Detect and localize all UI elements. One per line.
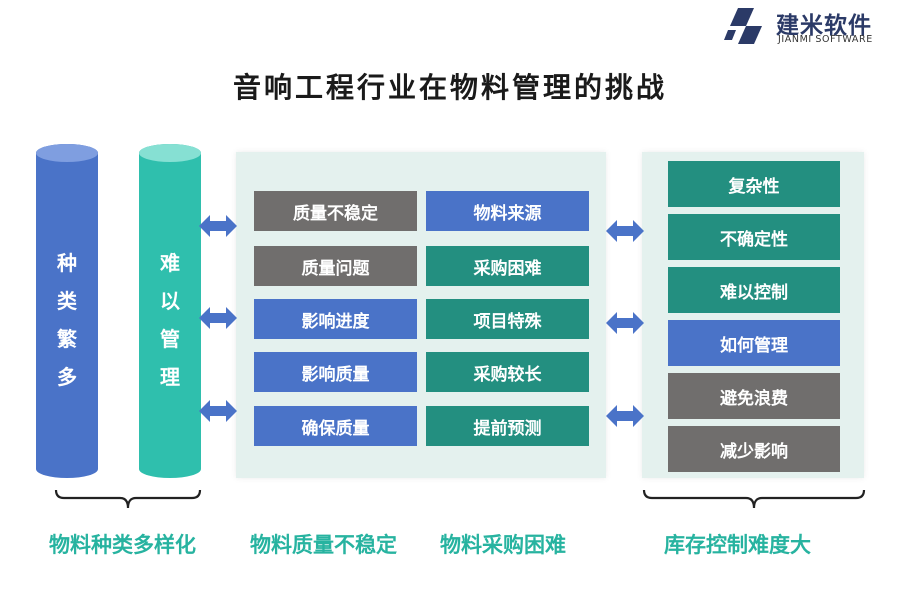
right-box: 避免浪费	[668, 373, 840, 419]
mid-right-box: 提前预测	[426, 406, 589, 446]
cylinder-char: 繁	[57, 327, 77, 351]
double-arrow-icon	[606, 220, 644, 242]
double-arrow-icon	[606, 405, 644, 427]
right-box: 如何管理	[668, 320, 840, 366]
mid-left-box: 确保质量	[254, 406, 417, 446]
mid-right-box: 采购困难	[426, 246, 589, 286]
cylinder-char: 难	[160, 251, 180, 275]
right-box: 难以控制	[668, 267, 840, 313]
caption-variety: 物料种类多样化	[49, 533, 196, 557]
double-arrow-icon	[199, 307, 237, 329]
right-box: 减少影响	[668, 426, 840, 472]
cylinder-char: 管	[160, 327, 180, 351]
double-arrow-icon	[606, 312, 644, 334]
logo-brand-text: 建米软件	[776, 13, 872, 39]
mid-right-box: 采购较长	[426, 352, 589, 392]
mid-left-box: 质量问题	[254, 246, 417, 286]
logo-subtitle: JIANMI SOFTWARE	[778, 34, 873, 45]
cylinder-char: 类	[57, 289, 77, 313]
right-box: 不确定性	[668, 214, 840, 260]
cylinder-variety: 种 类 繁 多	[36, 144, 98, 478]
brace-right	[642, 489, 866, 509]
cylinder-management: 难 以 管 理	[139, 144, 201, 478]
logo-icon	[724, 8, 762, 44]
cylinder-cap	[36, 144, 98, 162]
caption-inventory: 库存控制难度大	[664, 533, 811, 557]
caption-purchasing: 物料采购困难	[440, 533, 566, 557]
right-box: 复杂性	[668, 161, 840, 207]
caption-quality: 物料质量不稳定	[250, 533, 397, 557]
mid-left-box: 质量不稳定	[254, 191, 417, 231]
cylinder-char: 理	[160, 365, 180, 389]
brand-logo: 建米软件 JIANMI SOFTWARE	[724, 6, 894, 46]
mid-right-box: 物料来源	[426, 191, 589, 231]
mid-right-box: 项目特殊	[426, 299, 589, 339]
cylinder-char: 多	[57, 365, 77, 389]
cylinder-char: 以	[160, 289, 180, 313]
page-title: 音响工程行业在物料管理的挑战	[232, 71, 667, 104]
mid-left-box: 影响进度	[254, 299, 417, 339]
cylinder-cap	[139, 144, 201, 162]
double-arrow-icon	[199, 400, 237, 422]
mid-left-box: 影响质量	[254, 352, 417, 392]
double-arrow-icon	[199, 215, 237, 237]
brace-left	[54, 489, 202, 509]
cylinder-char: 种	[57, 251, 77, 275]
